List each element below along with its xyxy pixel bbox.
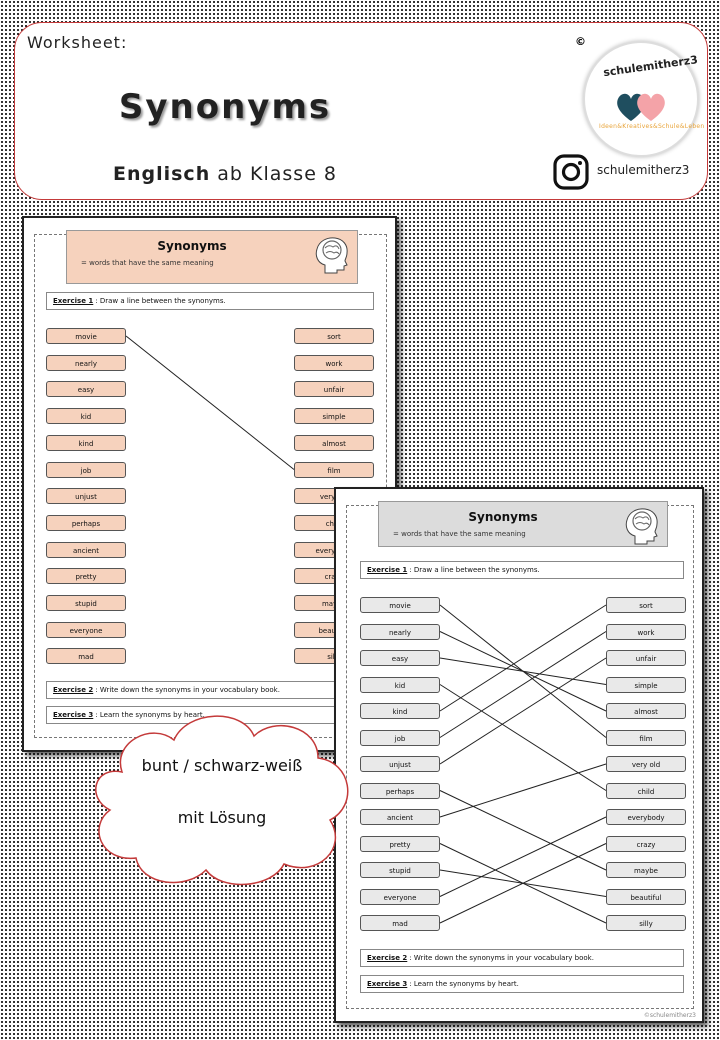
right-word-box: very old xyxy=(606,756,686,772)
worksheet-preview-bw: Synonyms = words that have the same mean… xyxy=(334,487,704,1023)
left-word-box: ancient xyxy=(360,809,440,825)
worksheet-preview-color: Synonyms = words that have the same mean… xyxy=(22,216,397,752)
worksheet-copyright: ©schulemitherz3 xyxy=(643,1012,696,1019)
right-word-box: everybody xyxy=(606,809,686,825)
right-word-box: film xyxy=(294,461,374,478)
right-word-box: beautiful xyxy=(606,888,686,905)
connection-line xyxy=(439,763,607,818)
cloud-text-variants: bunt / schwarz-weiß xyxy=(141,756,303,775)
exercise-1-box: Exercise 1: Draw a line between the syno… xyxy=(360,561,684,579)
logo-copyright: © xyxy=(575,35,586,48)
right-word-box: sort xyxy=(294,328,374,344)
worksheet-label: Worksheet: xyxy=(27,33,128,52)
right-word-box: unfair xyxy=(294,381,374,398)
connection-line xyxy=(439,631,607,738)
brand-logo: schulemitherz3 Ideen&Kreatives&Schule&Le… xyxy=(583,41,705,157)
instagram-icon xyxy=(553,154,589,190)
left-word-box: easy xyxy=(46,381,126,398)
left-word-box: everyone xyxy=(46,621,126,638)
brain-head-icon xyxy=(625,508,658,545)
connection-lines-color xyxy=(125,335,295,470)
worksheet-definition: = words that have the same meaning xyxy=(393,530,526,538)
worksheet-title-box: Synonyms = words that have the same mean… xyxy=(378,501,668,547)
exercise-2-box: Exercise 2: Write down the synonyms in y… xyxy=(46,681,374,699)
left-word-box: movie xyxy=(46,328,126,344)
left-word-box: ancient xyxy=(46,541,126,558)
page-title: Synonyms xyxy=(118,87,332,127)
right-word-box: child xyxy=(606,782,686,799)
left-word-box: job xyxy=(360,729,440,746)
left-word-box: nearly xyxy=(46,354,126,371)
left-word-box: kind xyxy=(46,434,126,451)
right-word-box: crazy xyxy=(606,835,686,852)
logo-tagline: Ideen&Kreatives&Schule&Leben xyxy=(599,123,705,130)
connection-line xyxy=(439,604,607,712)
right-word-box: sort xyxy=(606,597,686,613)
left-word-box: kid xyxy=(360,676,440,693)
left-word-box: pretty xyxy=(46,568,126,585)
left-word-box: mad xyxy=(360,915,440,931)
left-word-box: mad xyxy=(46,648,126,665)
connection-line xyxy=(439,790,607,871)
right-word-box: work xyxy=(294,354,374,371)
left-word-box: easy xyxy=(360,650,440,666)
left-word-box: unjust xyxy=(46,488,126,505)
right-word-box: work xyxy=(606,623,686,640)
logo-text: schulemitherz3 xyxy=(602,53,699,80)
worksheet-title: Synonyms xyxy=(468,510,538,524)
connection-line xyxy=(439,843,607,924)
right-word-box: film xyxy=(606,729,686,746)
connection-line xyxy=(439,657,607,765)
connection-lines-bw xyxy=(439,604,607,924)
right-word-box: almost xyxy=(294,434,374,451)
brain-head-icon xyxy=(315,237,348,274)
right-word-box: simple xyxy=(294,408,374,425)
left-word-box: stupid xyxy=(46,595,126,611)
header-banner: Worksheet: Synonyms Englisch ab Klasse 8… xyxy=(14,22,708,200)
right-word-box: unfair xyxy=(606,650,686,666)
exercise-1-box: Exercise 1: Draw a line between the syno… xyxy=(46,292,374,310)
right-word-box: simple xyxy=(606,676,686,693)
grade-subtitle: Englisch ab Klasse 8 xyxy=(112,163,338,185)
info-cloud-shape xyxy=(95,715,349,886)
left-word-box: kid xyxy=(46,408,126,425)
cloud-text-solution: mit Lösung xyxy=(177,808,267,827)
left-word-box: nearly xyxy=(360,623,440,640)
exercise-3-box: Exercise 3: Learn the synonyms by heart. xyxy=(360,975,684,993)
connection-line xyxy=(125,335,295,470)
connection-line xyxy=(439,657,607,685)
left-word-box: job xyxy=(46,461,126,478)
exercise-2-box: Exercise 2: Write down the synonyms in y… xyxy=(360,949,684,967)
worksheet-title: Synonyms xyxy=(157,239,227,253)
left-word-box: everyone xyxy=(360,888,440,905)
hearts-icon xyxy=(617,93,665,121)
left-word-box: perhaps xyxy=(46,514,126,531)
connection-line xyxy=(439,684,607,791)
left-word-box: perhaps xyxy=(360,782,440,799)
left-word-box: kind xyxy=(360,703,440,719)
worksheet-definition: = words that have the same meaning xyxy=(81,259,214,267)
left-word-box: pretty xyxy=(360,835,440,852)
right-word-box: almost xyxy=(606,703,686,719)
right-word-box: silly xyxy=(606,915,686,931)
left-word-box: movie xyxy=(360,597,440,613)
right-word-box: maybe xyxy=(606,862,686,878)
connection-line xyxy=(439,816,607,897)
left-word-box: stupid xyxy=(360,862,440,878)
left-word-box: unjust xyxy=(360,756,440,772)
worksheet-title-box: Synonyms = words that have the same mean… xyxy=(66,230,358,284)
instagram-handle: schulemitherz3 xyxy=(597,163,690,177)
